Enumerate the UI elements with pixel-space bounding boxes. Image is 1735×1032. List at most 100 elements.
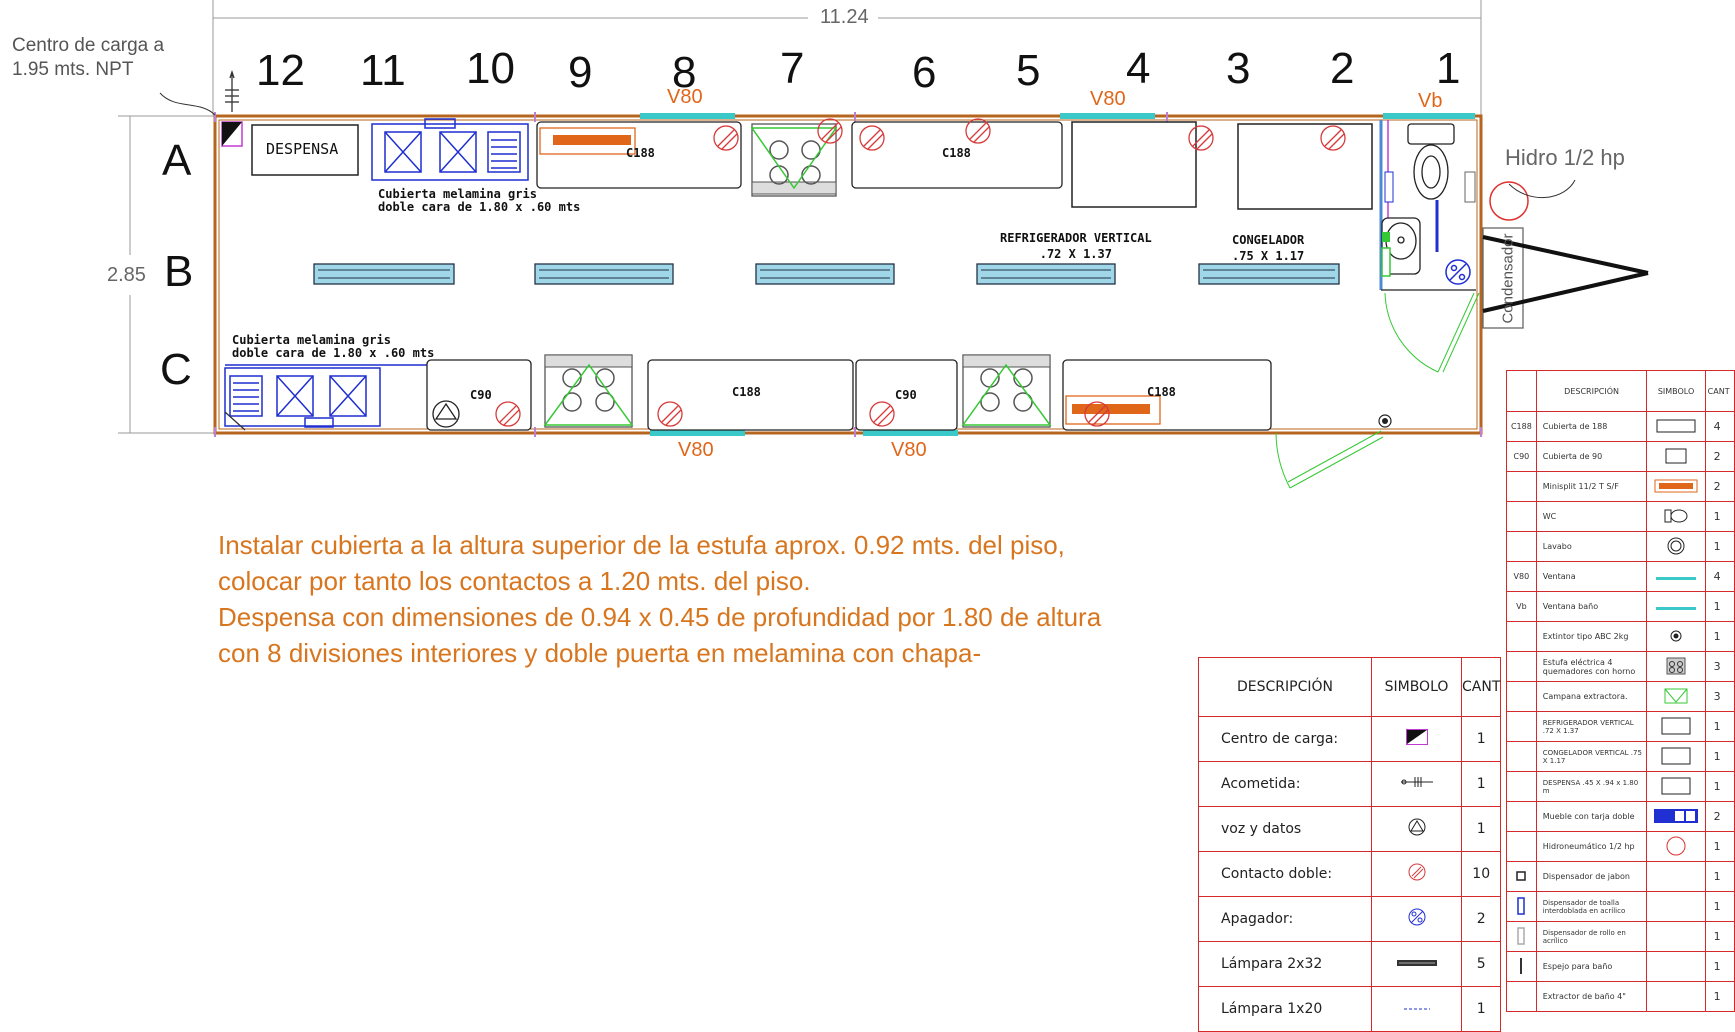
freezer bbox=[1237, 123, 1373, 210]
counter-c90-bottom-b bbox=[855, 359, 958, 431]
row-desc: Minisplit 11/2 T S/F bbox=[1535, 471, 1648, 502]
sink-icon bbox=[1381, 217, 1421, 275]
row-qty: 1 bbox=[1704, 741, 1735, 772]
row-qty: 1 bbox=[1704, 621, 1735, 652]
wc-icon bbox=[1646, 501, 1706, 532]
condensador-label: Condensador bbox=[1499, 233, 1517, 324]
row-key bbox=[1506, 741, 1537, 772]
row-b: B bbox=[164, 247, 194, 296]
lamp-2x32-icon bbox=[1371, 941, 1462, 987]
window-top-4 bbox=[1060, 113, 1155, 119]
row-desc: Acometida: bbox=[1198, 761, 1372, 807]
column-2: 2 bbox=[1330, 44, 1355, 93]
table-row: Extractor de baño 4" 1 bbox=[1506, 981, 1735, 1012]
header-description: DESCRIPCIÓN bbox=[1198, 657, 1372, 717]
voice-data-icon bbox=[432, 400, 460, 428]
row-key bbox=[1506, 471, 1537, 502]
column-12: 12 bbox=[256, 46, 305, 95]
row-qty: 1 bbox=[1704, 831, 1735, 862]
hydro-pump-icon bbox=[1646, 831, 1706, 862]
dimension-line-length bbox=[212, 0, 1482, 115]
window-bottom-7 bbox=[863, 430, 958, 436]
row-desc: Ventana bbox=[1535, 561, 1648, 592]
window-top-1 bbox=[1383, 113, 1475, 119]
row-qty: 2 bbox=[1704, 801, 1735, 832]
overall-dimension: 11.24 bbox=[820, 6, 869, 28]
note-line-2: colocar por tanto los contactos a 1.20 m… bbox=[218, 566, 811, 596]
switch-icon bbox=[1371, 896, 1462, 942]
window-label-bottom-7: V80 bbox=[891, 439, 927, 461]
column-4: 4 bbox=[1126, 44, 1151, 93]
wc-icon bbox=[1407, 123, 1455, 200]
counter-188-icon bbox=[1646, 411, 1706, 442]
row-desc: DESPENSA .45 X .94 x 1.80 m bbox=[1535, 771, 1648, 802]
column-11: 11 bbox=[360, 46, 406, 95]
lamp-1x20-icon bbox=[1371, 986, 1462, 1032]
counter-label-c90-a: C90 bbox=[470, 388, 492, 402]
note-line-4: con 8 divisiones interiores y doble puer… bbox=[218, 638, 982, 668]
row-qty: 1 bbox=[1704, 861, 1735, 892]
stove-bottom-a bbox=[543, 354, 634, 428]
bath-extractor-icon bbox=[1506, 981, 1537, 1012]
cubierta-top-line1: Cubierta melamina gris bbox=[378, 187, 537, 201]
row-key: C90 bbox=[1506, 441, 1537, 472]
load-center-note: Centro de carga a 1.95 mts. NPT bbox=[12, 34, 164, 82]
pantry-label: DESPENSA bbox=[266, 140, 339, 158]
minisplit-bottom bbox=[1065, 395, 1161, 425]
row-qty: 1 bbox=[1704, 981, 1735, 1012]
row-a: A bbox=[162, 136, 192, 185]
stove-bottom-b bbox=[961, 354, 1052, 428]
table-row: Campana extractora. 3 bbox=[1506, 681, 1735, 712]
soap-dispenser-icon bbox=[1506, 861, 1537, 892]
double-sink-cabinet-bottom bbox=[224, 364, 463, 428]
row-qty: 4 bbox=[1704, 561, 1735, 592]
row-qty: 10 bbox=[1460, 851, 1502, 897]
table-row: Dispensador de toalla interdoblada en ac… bbox=[1506, 891, 1735, 922]
row-desc: Lámpara 1x20 bbox=[1198, 986, 1372, 1032]
table-row: Dispensador de rollo en acrílico 1 bbox=[1506, 921, 1735, 952]
legend-electrical-header: DESCRIPCIÓN SIMBOLO CANT bbox=[1198, 657, 1502, 717]
table-row: DESPENSA .45 X .94 x 1.80 m 1 bbox=[1506, 771, 1735, 802]
note-line-1: Instalar cubierta a la altura superior d… bbox=[218, 530, 1065, 560]
row-qty: 1 bbox=[1460, 716, 1502, 762]
double-sink-cabinet-icon bbox=[1646, 801, 1706, 832]
pantry-icon bbox=[1646, 771, 1706, 802]
row-qty: 1 bbox=[1460, 806, 1502, 852]
row-key: V80 bbox=[1506, 561, 1537, 592]
table-row: CONGELADOR VERTICAL .75 X 1.17 1 bbox=[1506, 741, 1735, 772]
lamps-2x32 bbox=[313, 263, 1340, 285]
table-row: Extintor tipo ABC 2kg 1 bbox=[1506, 621, 1735, 652]
row-qty: 1 bbox=[1704, 531, 1735, 562]
roll-dispenser-icon bbox=[1381, 247, 1391, 277]
column-8: 8 bbox=[672, 48, 697, 97]
table-row: Contacto doble: 10 bbox=[1198, 851, 1502, 897]
row-qty: 2 bbox=[1704, 471, 1735, 502]
extinguisher-icon bbox=[1646, 621, 1706, 652]
load-center-icon bbox=[221, 121, 243, 147]
column-9: 9 bbox=[568, 48, 593, 97]
legend-electrical-table: DESCRIPCIÓN SIMBOLO CANT Centro de carga… bbox=[1198, 657, 1502, 1032]
row-key bbox=[1506, 621, 1537, 652]
bath-extractor-icon bbox=[1464, 171, 1476, 203]
row-desc: Extractor de baño 4" bbox=[1535, 981, 1648, 1012]
table-row: voz y datos 1 bbox=[1198, 806, 1502, 852]
row-key bbox=[1506, 651, 1537, 682]
freezer-icon bbox=[1646, 741, 1706, 772]
column-1: 1 bbox=[1436, 44, 1461, 93]
row-qty: 3 bbox=[1704, 681, 1735, 712]
stove-icon bbox=[1646, 651, 1706, 682]
row-key: Vb bbox=[1506, 591, 1537, 622]
row-key: C188 bbox=[1506, 411, 1537, 442]
cubierta-bottom-line2: doble cara de 1.80 x .60 mts bbox=[232, 346, 435, 360]
load-center-leader bbox=[159, 92, 216, 116]
congelador-line1: CONGELADOR bbox=[1232, 233, 1305, 247]
row-desc: Mueble con tarja doble bbox=[1535, 801, 1648, 832]
column-3: 3 bbox=[1226, 44, 1251, 93]
service-drop-icon bbox=[225, 69, 239, 112]
note-line-3: Despensa con dimensiones de 0.94 x 0.45 … bbox=[218, 602, 1102, 632]
table-row: Minisplit 11/2 T S/F 2 bbox=[1506, 471, 1735, 502]
table-row: Lámpara 2x32 5 bbox=[1198, 941, 1502, 987]
table-row: REFRIGERADOR VERTICAL .72 X 1.37 1 bbox=[1506, 711, 1735, 742]
row-desc: Estufa eléctrica 4 quemadores con horno bbox=[1535, 651, 1648, 682]
counter-90-icon bbox=[1646, 441, 1706, 472]
